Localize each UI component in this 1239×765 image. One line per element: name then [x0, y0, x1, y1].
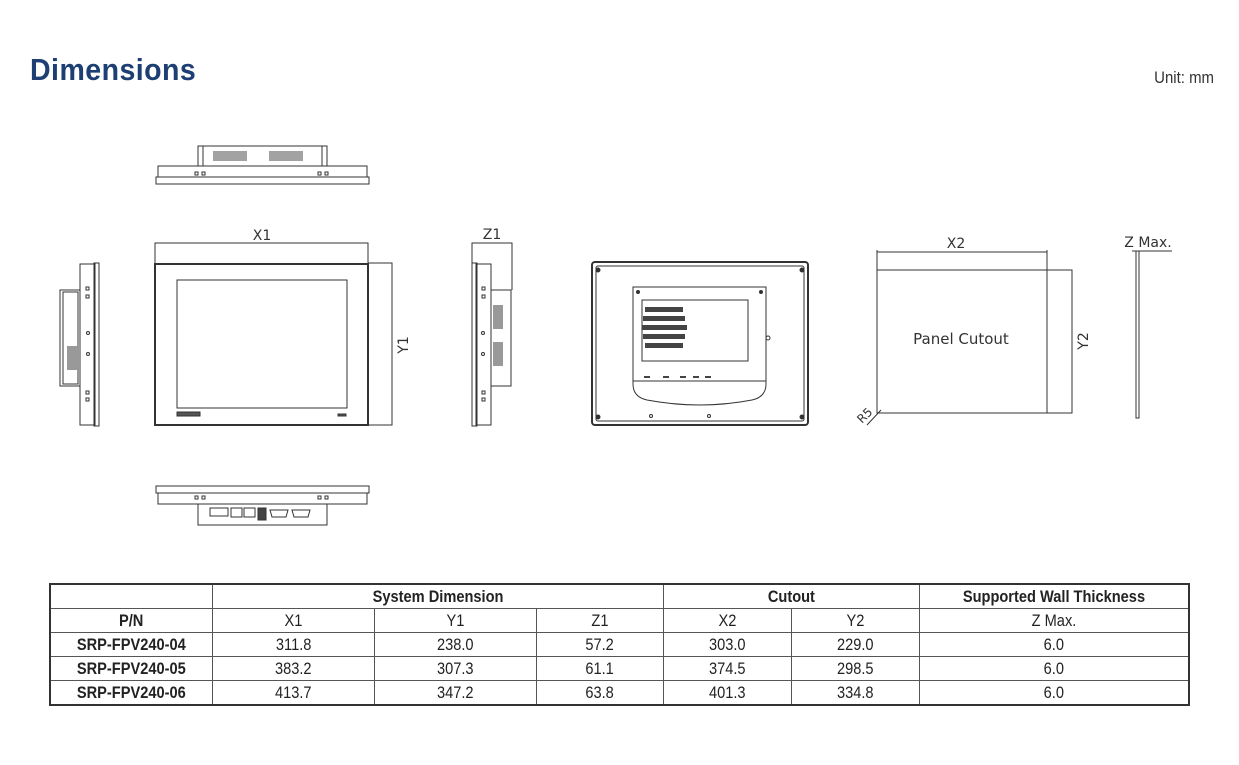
- dimensions-table: System Dimension Cutout Supported Wall T…: [49, 583, 1190, 706]
- table-group-header-row: System Dimension Cutout Supported Wall T…: [49, 583, 1190, 609]
- page-title: Dimensions: [30, 52, 197, 87]
- column-header: Z Max.: [919, 608, 1190, 633]
- wall-thickness-view: Z Max.: [1124, 235, 1172, 419]
- group-system-dimension: System Dimension: [212, 583, 664, 609]
- rear-view: [591, 261, 809, 426]
- column-header: X2: [662, 608, 792, 633]
- group-wall-thickness: Supported Wall Thickness: [919, 583, 1190, 609]
- column-header: Z1: [535, 608, 664, 633]
- unit-label: Unit: mm: [1154, 68, 1214, 87]
- front-view: X1 Y1: [154, 228, 412, 426]
- x2-label: X2: [947, 236, 966, 252]
- radius-label: R5: [854, 405, 875, 426]
- table-row: SRP-FPV240-05 383.2 307.3 61.1 374.5 298…: [49, 656, 1190, 681]
- y2-label: Y2: [1076, 332, 1092, 350]
- bottom-view: [155, 485, 370, 526]
- right-side-view: Z1: [471, 227, 513, 427]
- column-header: P/N: [49, 608, 213, 633]
- z1-label: Z1: [483, 227, 502, 243]
- y1-label: Y1: [396, 336, 412, 354]
- column-header: Y2: [790, 608, 921, 633]
- column-header: X1: [212, 608, 375, 633]
- table-row: SRP-FPV240-04 311.8 238.0 57.2 303.0 229…: [49, 632, 1190, 657]
- group-cutout: Cutout: [662, 583, 921, 609]
- table-column-header-row: P/N X1 Y1 Z1 X2 Y2 Z Max.: [49, 608, 1190, 633]
- zmax-label: Z Max.: [1124, 235, 1171, 251]
- dimension-drawings: X1 Y1 Z1: [59, 145, 1172, 526]
- column-header: Y1: [373, 608, 537, 633]
- x1-label: X1: [253, 228, 272, 244]
- top-view: [155, 145, 370, 185]
- table-row: SRP-FPV240-06 413.7 347.2 63.8 401.3 334…: [49, 680, 1190, 706]
- panel-cutout-view: X2 Y2 Panel Cutout R5: [854, 236, 1092, 426]
- panel-cutout-label: Panel Cutout: [913, 330, 1009, 348]
- left-side-view: [59, 262, 100, 427]
